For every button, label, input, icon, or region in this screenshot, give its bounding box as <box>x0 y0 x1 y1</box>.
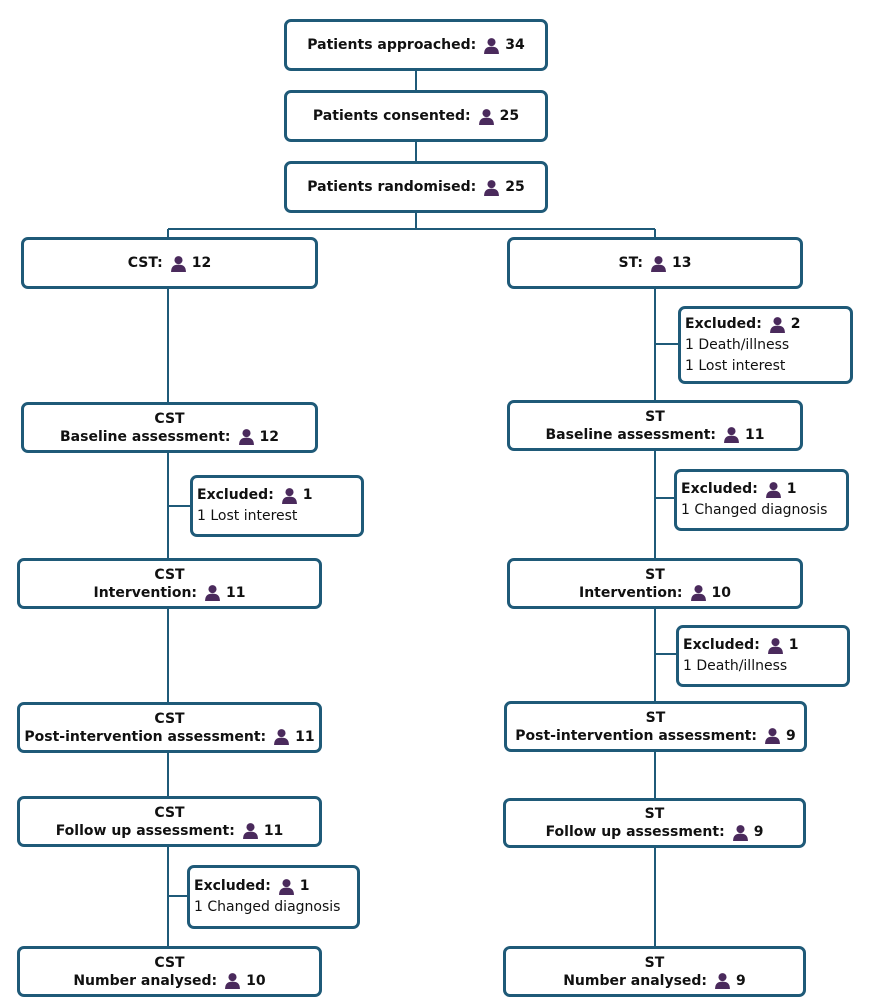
person-icon <box>224 972 241 989</box>
cst-intervention-caption: CST <box>154 566 185 583</box>
st-excluded-1-count: 2 <box>790 315 801 332</box>
st-analysed-caption: ST <box>644 954 665 971</box>
person-icon <box>273 728 290 745</box>
st-followup-caption: ST <box>644 806 665 822</box>
person-icon <box>483 179 500 196</box>
patients-consented-label: Patients consented: <box>312 108 471 124</box>
person-icon <box>483 37 500 54</box>
person-icon <box>170 255 187 272</box>
cst-intervention-box: CST Intervention: 11 <box>17 558 322 609</box>
cst-post-count: 11 <box>295 728 315 745</box>
cst-baseline-count: 12 <box>259 428 279 445</box>
st-post-intervention-box: ST Post-intervention assessment: 9 <box>504 701 807 752</box>
st-intervention-caption: ST <box>645 566 665 583</box>
st-excluded-3-title: Excluded: <box>683 637 760 653</box>
st-intervention-label: Intervention: <box>578 584 683 601</box>
cst-group-box: CST: 12 <box>21 237 318 289</box>
st-excluded-2-reason: 1 Changed diagnosis <box>681 502 828 518</box>
st-baseline-count: 11 <box>745 426 765 443</box>
person-icon <box>765 481 782 498</box>
cst-excluded-2-count: 1 <box>299 878 310 894</box>
person-icon <box>478 108 495 125</box>
st-excluded-1-reason-2: 1 Lost interest <box>685 357 786 374</box>
st-group-count: 13 <box>671 255 692 271</box>
person-icon <box>242 822 259 839</box>
st-followup-count: 9 <box>753 824 764 840</box>
st-baseline-label: Baseline assessment: <box>545 426 717 443</box>
cst-excluded-box-1: Excluded: 1 1 Lost interest <box>190 475 364 537</box>
cst-followup-caption: CST <box>154 804 185 821</box>
st-excluded-3-count: 1 <box>788 637 799 653</box>
st-analysed-count: 9 <box>736 972 746 989</box>
st-group-label: ST: <box>618 255 643 271</box>
person-icon <box>714 972 731 989</box>
cst-baseline-caption: CST <box>154 410 185 427</box>
st-excluded-2-count: 1 <box>786 481 797 497</box>
st-intervention-box: ST Intervention: 10 <box>507 558 803 609</box>
st-excluded-box-2: Excluded: 1 1 Changed diagnosis <box>674 469 849 531</box>
st-analysed-box: ST Number analysed: 9 <box>503 946 806 997</box>
patients-consented-count: 25 <box>499 108 520 124</box>
patients-randomised-box: Patients randomised: 25 <box>284 161 548 213</box>
person-icon <box>281 487 298 504</box>
cst-analysed-count: 10 <box>246 972 266 989</box>
patients-approached-box: Patients approached: 34 <box>284 19 548 71</box>
cst-group-count: 12 <box>191 255 212 271</box>
cst-baseline-box: CST Baseline assessment: 12 <box>21 402 318 453</box>
st-followup-box: ST Follow up assessment: 9 <box>503 798 806 848</box>
cst-post-caption: CST <box>154 710 185 727</box>
person-icon <box>204 584 221 601</box>
st-intervention-count: 10 <box>711 584 731 601</box>
st-excluded-box-1: Excluded: 2 1 Death/illness 1 Lost inter… <box>678 306 853 384</box>
person-icon <box>650 255 667 272</box>
person-icon <box>732 824 749 841</box>
patients-approached-label: Patients approached: <box>307 37 477 53</box>
cst-followup-count: 11 <box>263 822 284 839</box>
st-excluded-1-title: Excluded: <box>685 315 762 332</box>
cst-excluded-2-title: Excluded: <box>194 878 271 894</box>
cst-excluded-box-2: Excluded: 1 1 Changed diagnosis <box>187 865 360 929</box>
cst-intervention-label: Intervention: <box>93 584 198 601</box>
st-post-caption: ST <box>645 709 666 726</box>
cst-baseline-label: Baseline assessment: <box>60 428 231 445</box>
cst-intervention-count: 11 <box>226 584 246 601</box>
cst-analysed-label: Number analysed: <box>73 972 218 989</box>
patients-consented-box: Patients consented: 25 <box>284 90 548 142</box>
st-group-box: ST: 13 <box>507 237 803 289</box>
cst-analysed-caption: CST <box>154 954 185 971</box>
cst-excluded-2-reason: 1 Changed diagnosis <box>194 899 341 915</box>
cst-followup-box: CST Follow up assessment: 11 <box>17 796 322 847</box>
cst-post-label: Post-intervention assessment: <box>24 728 267 745</box>
person-icon <box>769 316 786 333</box>
patients-randomised-count: 25 <box>505 179 525 195</box>
st-analysed-label: Number analysed: <box>563 972 708 989</box>
st-excluded-2-title: Excluded: <box>681 481 758 497</box>
cst-excluded-1-title: Excluded: <box>197 487 274 503</box>
person-icon <box>278 878 295 895</box>
st-post-count: 9 <box>785 727 796 744</box>
person-icon <box>238 428 255 445</box>
st-excluded-box-3: Excluded: 1 1 Death/illness <box>676 625 850 687</box>
st-followup-label: Follow up assessment: <box>545 824 725 840</box>
cst-analysed-box: CST Number analysed: 10 <box>17 946 322 997</box>
person-icon <box>690 584 707 601</box>
person-icon <box>767 637 784 654</box>
patients-approached-count: 34 <box>505 37 525 53</box>
person-icon <box>764 727 781 744</box>
st-post-label: Post-intervention assessment: <box>515 727 757 744</box>
st-excluded-3-reason: 1 Death/illness <box>683 658 788 674</box>
cst-excluded-1-count: 1 <box>302 487 313 503</box>
cst-excluded-1-reason: 1 Lost interest <box>197 508 298 524</box>
cst-followup-label: Follow up assessment: <box>55 822 235 839</box>
cst-post-intervention-box: CST Post-intervention assessment: 11 <box>17 702 322 753</box>
st-excluded-1-reason-1: 1 Death/illness <box>685 336 790 353</box>
person-icon <box>723 426 740 443</box>
st-baseline-box: ST Baseline assessment: 11 <box>507 400 803 451</box>
cst-group-label: CST: <box>127 255 163 271</box>
st-baseline-caption: ST <box>645 408 665 425</box>
patients-randomised-label: Patients randomised: <box>307 179 477 195</box>
